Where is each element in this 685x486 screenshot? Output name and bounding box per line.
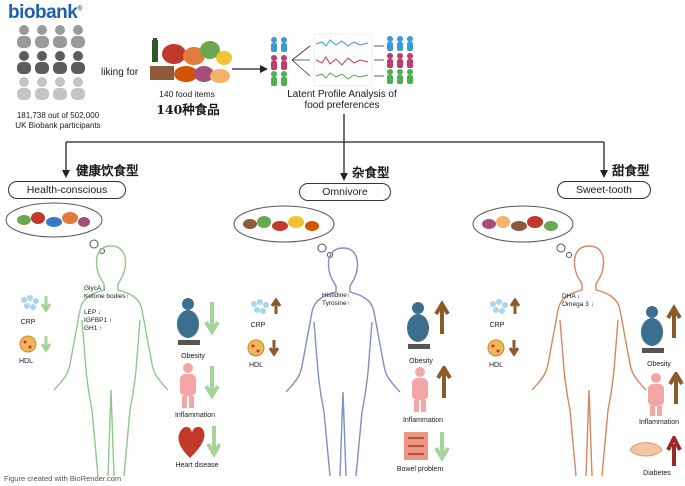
hdl-label-1: HDL: [18, 358, 33, 365]
lpa-label: Latent Profile Analysis of food preferen…: [287, 89, 397, 111]
group-2-body-notes: Histidine↑ Tyrosine↑: [322, 292, 351, 307]
liking-for-label: liking for: [101, 67, 139, 78]
footer-credit: Figure created with BioRender.com: [4, 474, 122, 483]
group-1-outcome-1: Obesity: [181, 353, 205, 360]
hdl-label-2: HDL: [248, 362, 263, 369]
group-1-body-notes: GlycA ↓ Ketone bodies↑ LEP ↓ IGFBP1 ↑ GH…: [84, 285, 129, 332]
crp-icon-1: [21, 295, 52, 313]
group-3-outcome-1: Obesity: [647, 361, 671, 368]
group-2-outcome-2: Inflammation: [402, 417, 444, 424]
thought-cloud-icon-2: [233, 205, 335, 258]
body-outline-health-conscious: [53, 245, 169, 477]
group-1-outcome-2: Inflammation: [174, 412, 216, 419]
group-2-outcome-1: Obesity: [409, 358, 433, 365]
hdl-icon-3: [487, 339, 520, 357]
food-items-label: 140 food items: [159, 89, 215, 99]
heart-disease-icon: [178, 426, 220, 458]
diabetes-icon: [629, 436, 682, 466]
food-items-cn-label: 140种食品: [156, 102, 220, 117]
crp-icon-3: [490, 298, 521, 314]
crp-label-1: CRP: [20, 319, 36, 326]
arrow-to-lpa: [232, 65, 268, 73]
thought-cloud-icon-1: [5, 202, 105, 254]
inflammation-icon-3: [648, 372, 684, 416]
participants-crowd-icon: [17, 25, 85, 100]
crp-icon-2: [251, 298, 282, 314]
participants-label: 181,738 out of 502,000 UK Biobank partic…: [15, 111, 101, 130]
group-3-cn-title: 甜食型: [612, 163, 650, 178]
biobank-logo: biobank®: [8, 2, 83, 23]
group-3-outcome-2: Inflammation: [638, 419, 680, 426]
body-outline-sweet-tooth: [531, 245, 647, 477]
hdl-label-3: HDL: [488, 362, 503, 369]
bowel-problem-icon: [404, 432, 450, 462]
obesity-icon-1: [177, 298, 220, 345]
hdl-icon-2: [247, 339, 280, 357]
thought-cloud-icon-3: [472, 205, 574, 258]
food-items-icon: [150, 38, 232, 83]
inflammation-icon-1: [180, 363, 220, 408]
hdl-icon-1: [19, 335, 52, 353]
tree-connectors: [62, 114, 608, 181]
inflammation-icon-2: [412, 366, 452, 412]
crp-label-2: CRP: [250, 322, 266, 329]
group-3-outcome-3: Diabetes: [643, 470, 671, 477]
group-1-outcome-3: Heart disease: [175, 462, 219, 469]
obesity-icon-2: [407, 300, 450, 349]
group-1-cn-title: 健康饮食型: [76, 163, 139, 178]
body-outline-omnivore: [285, 247, 401, 477]
lpa-illustration: [271, 33, 413, 87]
group-2-pill: Omnivore: [299, 183, 391, 201]
obesity-icon-3: [641, 304, 682, 353]
group-3-body-notes: DHA ↓ Omega 3 ↓: [562, 293, 594, 308]
group-2-outcome-3: Bowel problem: [396, 466, 444, 473]
group-3-pill: Sweet-tooth: [557, 181, 651, 199]
group-1-pill: Health-conscious: [8, 181, 126, 199]
group-2-cn-title: 杂食型: [352, 165, 390, 180]
crp-label-3: CRP: [489, 322, 505, 329]
